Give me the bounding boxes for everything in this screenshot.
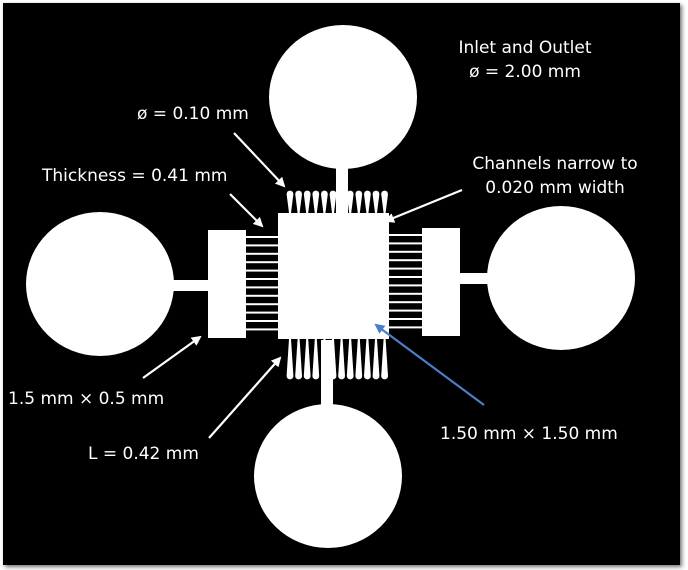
pillar	[346, 339, 354, 380]
pillar	[372, 339, 380, 380]
side-chamber-left	[208, 230, 246, 338]
channel	[246, 328, 278, 331]
channel	[389, 292, 422, 295]
side-chamber-label: 1.5 mm × 0.5 mm	[8, 389, 165, 409]
channel	[246, 244, 278, 247]
pillar	[364, 339, 371, 380]
channel	[389, 309, 422, 312]
pillar	[329, 190, 337, 213]
pillar	[381, 190, 388, 213]
pillar-diameter-label: ø = 0.10 mm	[137, 104, 249, 124]
inlet-outlet-line2: ø = 2.00 mm	[469, 62, 581, 82]
pillar	[303, 339, 311, 380]
pillar	[286, 190, 294, 213]
side-chamber-right	[422, 228, 460, 336]
channel	[246, 303, 278, 306]
arrow-central-chamber	[374, 323, 485, 406]
channel-length-label: L = 0.42 mm	[88, 444, 199, 464]
reservoir-left	[26, 212, 174, 356]
channel	[389, 259, 422, 262]
pillar	[312, 190, 320, 213]
pillar	[321, 339, 328, 380]
reservoir-top	[269, 25, 417, 169]
channel	[389, 301, 422, 304]
channel-array-left	[246, 236, 278, 331]
pillar	[355, 339, 363, 380]
channel	[246, 261, 278, 264]
channels-narrow-label: Channels narrow to 0.020 mm width	[455, 152, 655, 200]
central-chamber	[278, 213, 389, 339]
channel	[246, 320, 278, 322]
reservoir-bottom	[254, 404, 402, 548]
pillar	[364, 190, 371, 213]
channel	[389, 318, 422, 320]
pillar	[355, 190, 363, 213]
channel	[389, 276, 422, 278]
channel	[389, 284, 422, 287]
pillar-array-bottom	[286, 339, 388, 380]
pillar	[295, 190, 302, 213]
channel	[389, 242, 422, 245]
channel	[246, 286, 278, 289]
channel	[246, 269, 278, 272]
pillar	[338, 190, 345, 213]
central-chamber-label: 1.50 mm × 1.50 mm	[440, 424, 618, 444]
inlet-outlet-line1: Inlet and Outlet	[458, 38, 592, 58]
pillar	[346, 190, 354, 213]
arrow-channel-length	[208, 356, 282, 439]
channel	[246, 294, 278, 297]
connector-top	[336, 165, 348, 213]
channel	[389, 250, 422, 253]
thickness-label: Thickness = 0.41 mm	[42, 166, 228, 186]
channels-narrow-line2: 0.020 mm width	[485, 178, 625, 198]
channel	[389, 267, 422, 270]
pillar	[312, 339, 320, 380]
channel	[389, 326, 422, 329]
channels-narrow-line1: Channels narrow to	[472, 154, 638, 174]
pillar	[295, 339, 302, 380]
arrow-thickness	[229, 193, 264, 228]
arrow-channels-narrow	[384, 188, 463, 223]
channel	[246, 278, 278, 280]
arrow-side-chamber	[142, 335, 202, 379]
connector-left	[170, 280, 212, 291]
pillar-array-top	[286, 190, 388, 213]
pillar	[381, 339, 388, 380]
channel	[246, 236, 278, 238]
pillar	[286, 339, 294, 380]
reservoir-right	[487, 206, 635, 350]
channel-array-right	[389, 234, 422, 329]
inlet-outlet-label: Inlet and Outlet ø = 2.00 mm	[445, 36, 605, 84]
pillar	[329, 339, 337, 380]
pillar	[321, 190, 328, 213]
pillar	[303, 190, 311, 213]
channel	[389, 234, 422, 236]
connector-right	[460, 273, 490, 284]
arrow-pillar-diameter	[233, 132, 286, 188]
channel	[246, 311, 278, 314]
pillar	[338, 339, 345, 380]
channel	[246, 252, 278, 255]
pillar	[372, 190, 380, 213]
